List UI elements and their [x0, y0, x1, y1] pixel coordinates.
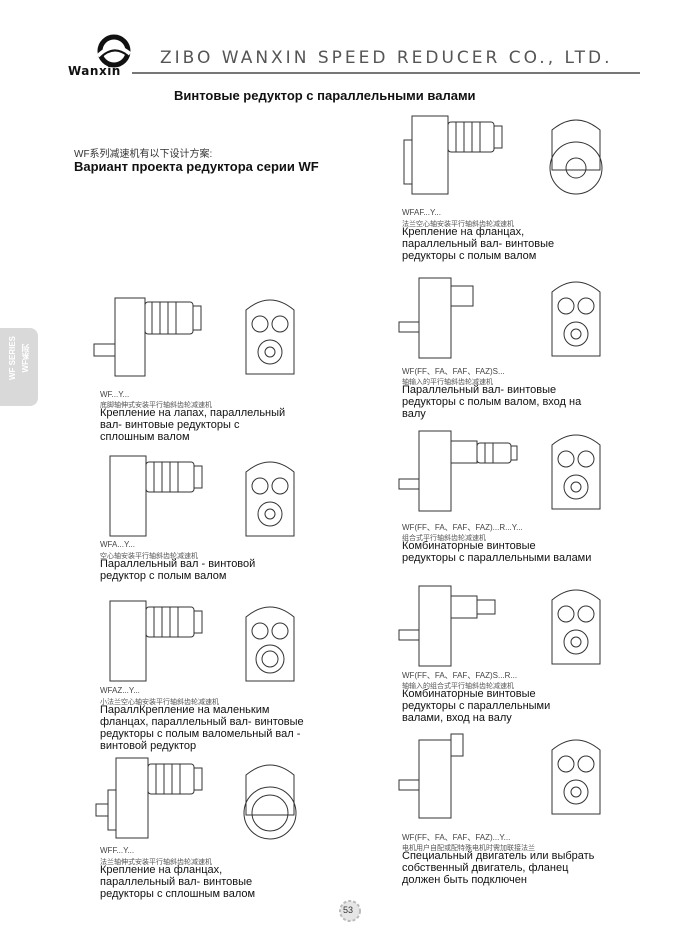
cn-label: 空心轴安装平行轴斜齿轮减速机: [100, 553, 198, 560]
code-label: WF(FF、FA、FAF、FAZ)...R...Y...: [402, 523, 523, 532]
cn-label: 组合式平行轴斜齿轮减速机: [402, 535, 486, 542]
header: Wanxin ZIBO WANXIN SPEED REDUCER CO., LT…: [0, 0, 700, 103]
gearbox-front-view: [549, 119, 603, 195]
logo-text: Wanxin: [68, 64, 121, 78]
intro-cn: WF系列减速机有以下设计方案:: [74, 149, 213, 160]
cn-label: 小法兰空心轴安装平行轴斜齿轮减速机: [100, 699, 219, 706]
cn-label: 轴输入的组合式平行轴斜齿轮减速机: [402, 683, 514, 690]
side-tab-line1: WF SERIES: [8, 336, 17, 381]
gearbox-side-view: [95, 757, 203, 839]
gearbox-side-view: [403, 115, 503, 195]
side-tab: WF SERIES WF系列: [0, 328, 38, 406]
code-label: WF...Y...: [100, 390, 130, 399]
gearbox-side-view: [398, 585, 496, 667]
code-label: WF(FF、FA、FAF、FAZ)S...R...: [402, 671, 518, 680]
code-label: WFF...Y...: [100, 846, 135, 855]
gearbox-front-view: [243, 764, 297, 840]
gearbox-side-view: [398, 277, 474, 359]
code-label: WFA...Y...: [100, 540, 135, 549]
gearbox-front-view: [245, 461, 295, 537]
gearbox-front-view: [551, 739, 601, 815]
gearbox-front-view: [245, 299, 295, 375]
page-number: 53: [343, 905, 354, 915]
cn-label: 电机用户自配或配特殊电机时需加联接法兰: [402, 845, 535, 852]
cn-label: 法兰轴伸式安装平行轴斜齿轮减速机: [100, 859, 212, 866]
page-title: Винтовые редуктор с параллельными валами: [174, 88, 476, 103]
gear-icon: [339, 900, 361, 922]
side-tab-line2: WF系列: [21, 344, 30, 373]
gearbox-front-view: [245, 606, 295, 682]
description: ПараллКрепление на маленьким фланцах, па…: [100, 704, 304, 752]
gearbox-side-view: [93, 297, 202, 377]
gearbox-side-view: [398, 733, 464, 819]
gearbox-side-view: [398, 430, 518, 512]
description: Крепление на фланцах, параллельный вал- …: [402, 226, 555, 262]
cn-label: 法兰空心轴安装平行轴斜齿轮减速机: [402, 221, 514, 228]
gearbox-front-view: [551, 589, 601, 665]
gearbox-side-view: [109, 600, 203, 682]
cn-label: 轴输入的平行轴斜齿轮减速机: [402, 379, 493, 386]
gearbox-side-view: [109, 455, 203, 537]
intro-ru: Вариант проекта редуктора серии WF: [74, 159, 319, 174]
gearbox-front-view: [551, 434, 601, 510]
code-label: WFAF...Y...: [402, 208, 441, 217]
logo-icon: [96, 34, 132, 68]
description: Специальный двигатель или выбрать собств…: [402, 850, 595, 886]
code-label: WF(FF、FA、FAF、FAZ)S...: [402, 367, 505, 376]
description: Параллельный вал - винтовой редуктор с п…: [100, 558, 256, 582]
header-rule: [132, 72, 640, 74]
description: Крепление на фланцах, параллельный вал- …: [100, 864, 256, 900]
cn-label: 底脚轴伸式安装平行轴斜齿轮减速机: [100, 402, 212, 409]
code-label: WF(FF、FA、FAF、FAZ)...Y...: [402, 833, 511, 842]
company-name: ZIBO WANXIN SPEED REDUCER CO., LTD.: [160, 48, 613, 68]
description: Комбинаторные винтовые редукторы с парал…: [402, 540, 592, 564]
code-label: WFAZ...Y...: [100, 686, 140, 695]
description: Параллельный вал- винтовые редукторы с п…: [402, 384, 582, 420]
description: Крепление на лапах, параллельный вал- ви…: [100, 407, 286, 443]
gearbox-front-view: [551, 281, 601, 357]
description: Комбинаторные винтовые редукторы с парал…: [402, 688, 551, 724]
